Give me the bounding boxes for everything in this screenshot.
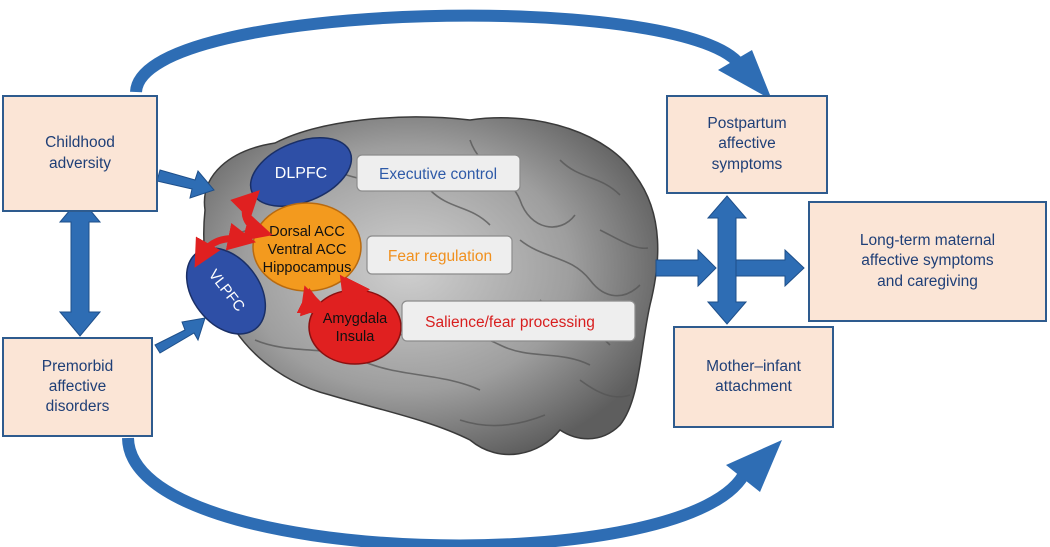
arrow-premorbid-to-brain xyxy=(154,317,206,354)
arrow-childhood-to-brain xyxy=(156,169,215,199)
acc-label-line2: Ventral ACC xyxy=(268,242,347,258)
childhood-adversity-text: Childhood adversity xyxy=(45,134,115,172)
arrow-left-bidirectional xyxy=(58,197,102,337)
brain-shape xyxy=(203,116,659,456)
mother-infant-attachment-box: Mother–infant attachment xyxy=(673,326,834,428)
acc-label-line1: Dorsal ACC xyxy=(269,224,345,240)
acc-region: Dorsal ACC Ventral ACC Hippocampus xyxy=(252,202,362,292)
acc-label-line3: Hippocampus xyxy=(263,260,352,276)
acc-amygdala-arrow-left xyxy=(296,285,329,317)
executive-control-text: Executive control xyxy=(379,166,497,183)
fear-regulation-text: Fear regulation xyxy=(388,248,492,265)
dlpfc-region: DLPFC xyxy=(249,137,353,207)
amygdala-label-line2: Insula xyxy=(336,329,376,345)
vlpfc-region: VLPFC xyxy=(185,247,267,335)
long-term-outcome-text: Long-term maternal affective symptoms an… xyxy=(859,232,996,290)
mother-infant-attachment-text: Mother–infant attachment xyxy=(706,357,801,395)
bottom-curved-arrow xyxy=(122,437,782,547)
executive-control-label: Executive control xyxy=(356,154,521,192)
fear-regulation-label: Fear regulation xyxy=(366,235,513,275)
brain-illustration xyxy=(203,116,659,456)
vlpfc-acc-arrow xyxy=(194,222,256,268)
dlpfc-label: DLPFC xyxy=(275,165,327,182)
top-curved-arrow xyxy=(130,9,772,100)
red-connection-arrows xyxy=(194,190,371,317)
postpartum-symptoms-text: Postpartum affective symptoms xyxy=(707,115,787,173)
amygdala-label-line1: Amygdala xyxy=(323,311,388,327)
premorbid-disorders-text: Premorbid affective disorders xyxy=(41,357,114,416)
amygdala-region: Amygdala Insula xyxy=(308,289,402,365)
arrow-brain-to-right xyxy=(655,248,717,288)
salience-label: Salience/fear processing xyxy=(401,300,636,342)
acc-amygdala-arrow-right xyxy=(339,274,371,309)
arrow-to-longterm xyxy=(735,248,805,288)
long-term-outcome-box: Long-term maternal affective symptoms an… xyxy=(808,201,1047,322)
premorbid-disorders-box: Premorbid affective disorders xyxy=(2,337,153,437)
postpartum-symptoms-box: Postpartum affective symptoms xyxy=(666,95,828,194)
salience-text: Salience/fear processing xyxy=(425,314,595,331)
childhood-adversity-box: Childhood adversity xyxy=(2,95,158,212)
arrow-right-bidirectional xyxy=(706,195,748,325)
dlpfc-acc-arrow xyxy=(230,190,273,241)
